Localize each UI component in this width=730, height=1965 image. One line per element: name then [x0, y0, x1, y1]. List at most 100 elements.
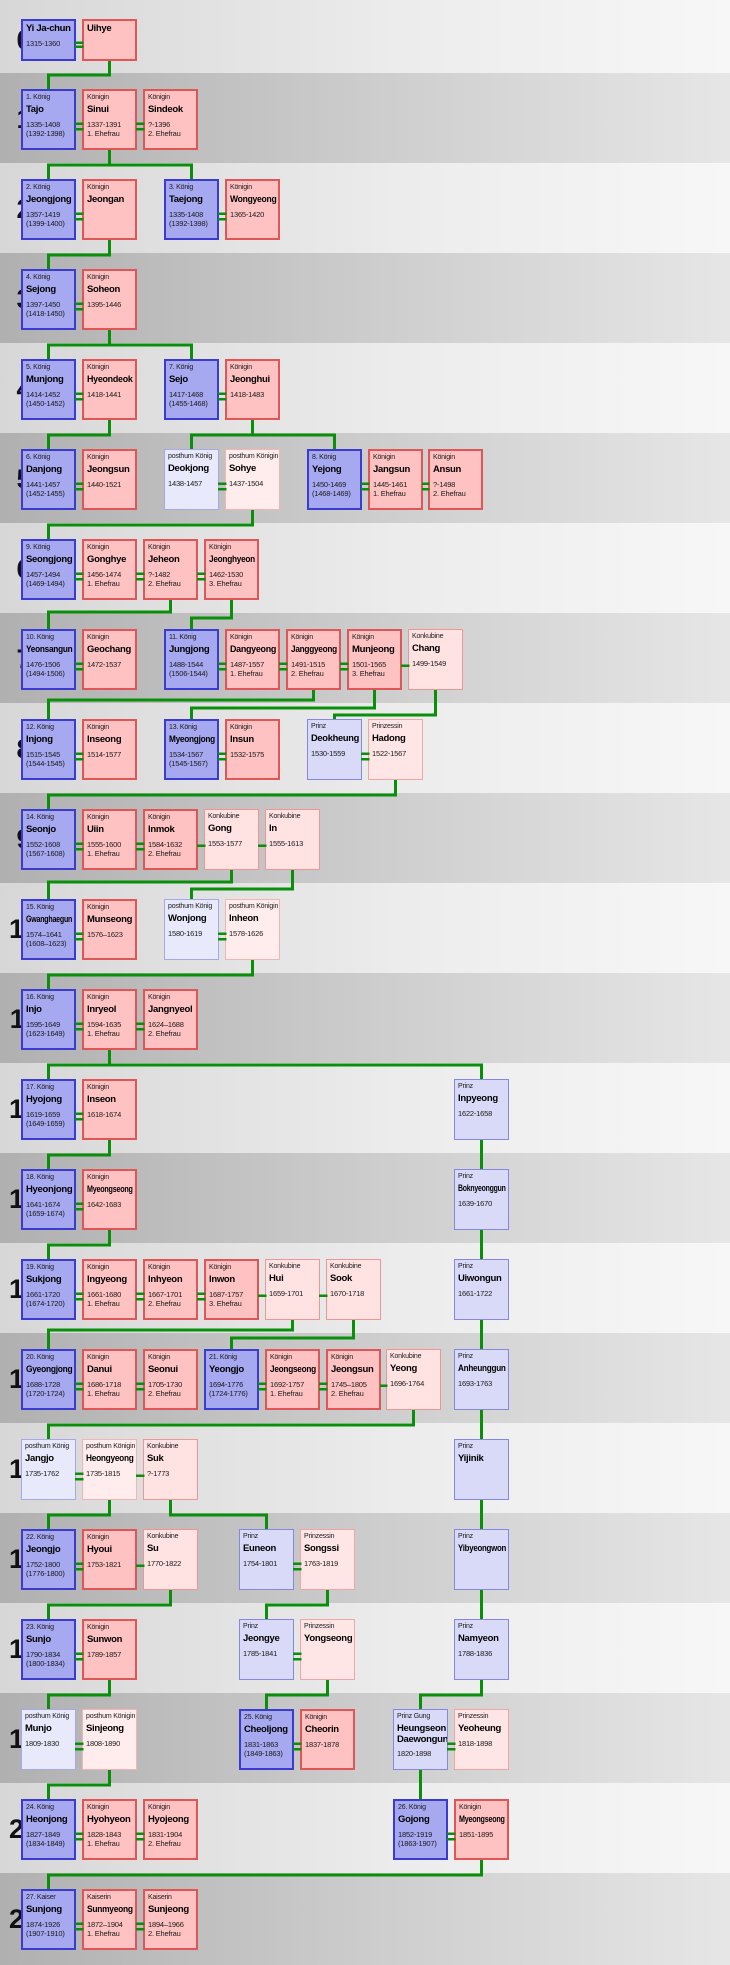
person-name: Munjeong [352, 644, 395, 655]
person-title: Königin [148, 544, 170, 551]
person-title: Prinz [458, 1083, 473, 1090]
person-title: Königin [87, 274, 109, 281]
person-dates: 1456-1474 [87, 569, 122, 579]
person-reign-or-spouse-order: (1608–1623) [26, 938, 67, 948]
person-dates: 1445-1461 [373, 479, 408, 489]
person-title: 20. König [26, 1354, 54, 1361]
person-name: Seonui [148, 1364, 178, 1375]
person-title: Prinzessin [304, 1623, 335, 1630]
person-name: Jeongan [87, 194, 124, 205]
person-title: Königin [148, 94, 170, 101]
person-name: Hyeonjong [26, 1184, 73, 1195]
person-name: Hyeondeok [87, 374, 133, 385]
person-name: Gong [208, 823, 232, 834]
person-dates: 1852-1919 [398, 1829, 433, 1839]
person-title: posthum Königin [86, 1443, 136, 1450]
person-dates: 1659-1701 [269, 1288, 304, 1298]
person-title: 11. König [169, 634, 197, 641]
person-title: Kaiserin [87, 1894, 111, 1901]
person-dates: 1395-1446 [87, 299, 122, 309]
person-name: Myeongseong [87, 1184, 133, 1195]
person-title: Prinz [458, 1353, 473, 1360]
person-name: Sukjong [26, 1274, 62, 1285]
person-name: Inhyeon [148, 1274, 183, 1285]
person-title: Prinz [458, 1173, 473, 1180]
person-title: Königin [87, 364, 109, 371]
person-dates: 1574–1641 [26, 929, 62, 939]
person-name: Heonjong [26, 1814, 68, 1825]
person-name: Sinui [87, 104, 109, 115]
person-title: Königin [305, 1714, 327, 1721]
person-dates: 1735-1815 [86, 1468, 121, 1478]
person-title: 6. König [26, 454, 51, 461]
person-dates: 1555-1613 [269, 838, 304, 848]
person-title: 9. König [26, 544, 51, 551]
person-name: Anheunggun [458, 1363, 506, 1374]
person-name: Su [147, 1543, 159, 1554]
person-title: Prinzessin [372, 723, 403, 730]
person-reign-or-spouse-order: (1455-1468) [169, 398, 208, 408]
person-name: Myeongjong [169, 734, 215, 745]
person-dates: 1619-1659 [26, 1109, 61, 1119]
person-dates: 1337-1391 [87, 119, 122, 129]
person-reign-or-spouse-order: (1494-1506) [26, 668, 65, 678]
person-name: Suk [147, 1453, 164, 1464]
person-reign-or-spouse-order: (1776-1800) [26, 1568, 65, 1578]
person-reign-or-spouse-order: 1. Ehefrau [270, 1388, 303, 1398]
person-title: posthum König [25, 1443, 70, 1450]
person-name: Gonghye [87, 554, 127, 565]
person-title: Königin [230, 184, 252, 191]
person-title: 15. König [26, 904, 54, 911]
person-title: Königin [459, 1804, 481, 1811]
person-dates: 1828-1843 [87, 1829, 122, 1839]
person-title: Königin [87, 184, 109, 191]
person-dates: 1534-1567 [169, 749, 204, 759]
person-name: Jangnyeol [148, 1004, 193, 1015]
person-name: Hyojong [26, 1094, 62, 1105]
person-title: Königin [87, 814, 109, 821]
person-name: Jeongjong [26, 194, 72, 205]
person-title: Königin [87, 994, 109, 1001]
person-name: Injong [26, 734, 53, 745]
person-title: posthum Königin [229, 903, 279, 910]
person-title: posthum König [168, 903, 213, 910]
person-dates: 1639-1670 [458, 1198, 493, 1208]
person-name: Geochang [87, 644, 132, 655]
person-reign-or-spouse-order: 1. Ehefrau [373, 488, 406, 498]
person-name: Danui [87, 1364, 112, 1375]
person-title: Königin [373, 454, 395, 461]
person-dates: 1530-1559 [311, 748, 346, 758]
person-title: Königin [352, 634, 374, 641]
person-dates: 1315-1360 [26, 38, 61, 48]
person-dates: 1688-1728 [26, 1379, 61, 1389]
person-title: Prinz [243, 1533, 258, 1540]
person-title: posthum Königin [229, 453, 279, 460]
person-name: Jeongsun [87, 464, 130, 475]
person-name: Namyeon [458, 1633, 499, 1644]
person-reign-or-spouse-order: 1. Ehefrau [87, 128, 120, 138]
person-reign-or-spouse-order: 1. Ehefrau [87, 1028, 120, 1038]
person-name: Seongjong [26, 554, 73, 565]
person-dates: 1818-1898 [458, 1738, 493, 1748]
